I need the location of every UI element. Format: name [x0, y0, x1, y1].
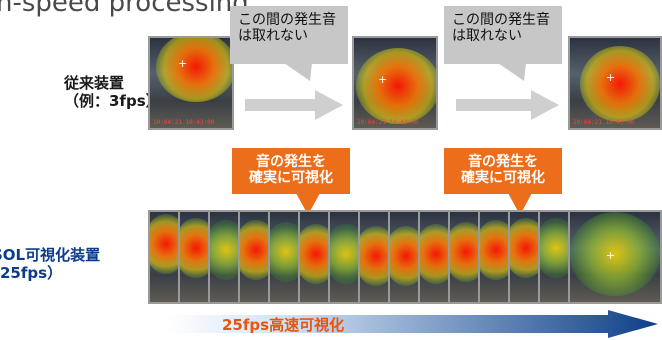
conventional-frame-3: + 10:04:21 10:43:00 — [568, 36, 662, 130]
hsol-label-line2: 25fps） — [0, 264, 63, 282]
hsol-frame-large: + — [568, 210, 662, 304]
hsol-frame — [148, 210, 180, 304]
crosshair-icon: + — [606, 249, 616, 262]
hsol-frame-strip: + — [148, 210, 662, 306]
hsol-device-label: SOL可視化装置 25fps） — [0, 246, 100, 282]
hsol-label-line1: SOL可視化装置 — [0, 246, 101, 264]
frame-timestamp: 10:04:21 10:43:00 — [357, 119, 419, 126]
sure-visualization-callout-1: 音の発生を 確実に可視化 — [232, 148, 350, 215]
callout-text: 音の発生を 確実に可視化 — [444, 148, 562, 194]
hsol-frame — [208, 210, 240, 304]
speed-arrow-icon — [168, 310, 658, 338]
page-heading: h-speed processing — [0, 0, 249, 18]
hsol-frame — [268, 210, 300, 304]
conventional-label-line1: 従来装置 — [64, 74, 125, 92]
sure-visualization-callout-2: 音の発生を 確実に可視化 — [444, 148, 562, 215]
conventional-frame-2: + 10:04:21 10:43:00 — [352, 36, 438, 130]
callout-tail — [508, 193, 532, 215]
frame-timestamp: 10:04:21 10:43:00 — [573, 119, 635, 126]
callout-tail — [296, 193, 320, 215]
crosshair-icon: + — [178, 57, 188, 70]
conventional-device-label: 従来装置 （例：3fps） — [64, 74, 161, 110]
missed-sound-callout-1: この間の発生音 は取れない — [230, 6, 348, 81]
crosshair-icon: + — [378, 73, 388, 86]
callout-tail — [284, 63, 312, 81]
callout-text: この間の発生音 は取れない — [230, 6, 348, 64]
conventional-label-line2: （例：3fps） — [64, 92, 161, 110]
hsol-frame — [178, 210, 210, 304]
callout-text: 音の発生を 確実に可視化 — [232, 148, 350, 194]
frame-timestamp: 10:04:21 10:43:00 — [153, 119, 215, 126]
callout-text: この間の発生音 は取れない — [444, 6, 562, 64]
hsol-frame — [238, 210, 270, 304]
conventional-frame-1: + 10:04:21 10:43:00 — [148, 36, 234, 130]
callout-tail — [498, 63, 526, 81]
missed-sound-callout-2: この間の発生音 は取れない — [444, 6, 562, 81]
hsol-frame — [508, 210, 540, 304]
hsol-frame — [538, 210, 570, 304]
hsol-frame — [298, 210, 330, 304]
gray-arrow-icon — [245, 90, 343, 120]
hsol-frame — [418, 210, 450, 304]
hsol-frame — [388, 210, 420, 304]
speed-label: 25fps高速可視化 — [222, 316, 345, 334]
hsol-frame — [448, 210, 480, 304]
hsol-frame — [358, 210, 390, 304]
crosshair-icon: + — [606, 71, 616, 84]
hsol-frame — [328, 210, 360, 304]
hsol-frame — [478, 210, 510, 304]
gray-arrow-icon — [456, 90, 559, 120]
